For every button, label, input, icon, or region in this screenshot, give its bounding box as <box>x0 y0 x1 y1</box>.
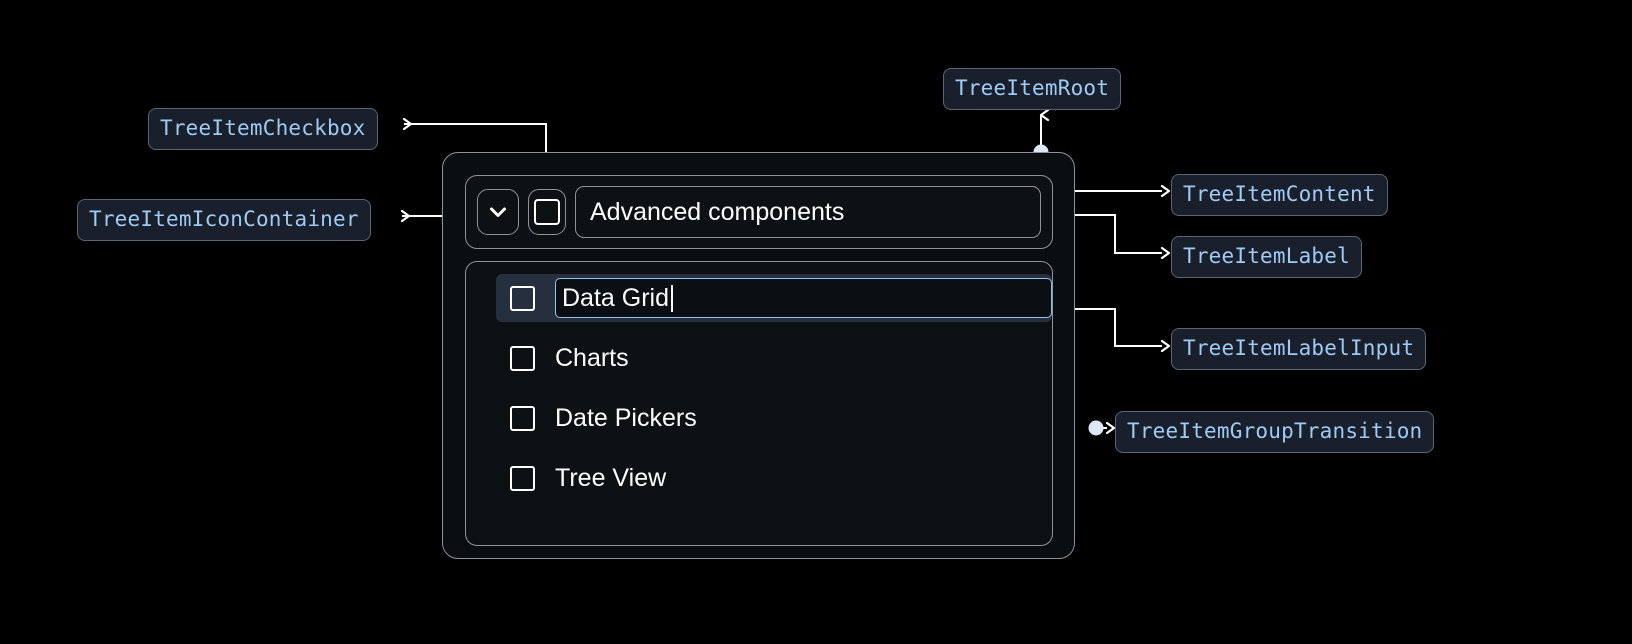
dot-group-transition <box>1088 420 1104 436</box>
tree-item-label-text: Date Pickers <box>555 403 697 432</box>
checkbox-unchecked-icon[interactable] <box>510 405 535 431</box>
checkbox-unchecked-icon[interactable] <box>510 285 535 311</box>
annotation-badge-treeitemiconcontainer: TreeItemIconContainer <box>77 199 371 241</box>
checkbox-unchecked-icon[interactable] <box>510 345 535 371</box>
tree-item-child-row[interactable]: Charts <box>466 334 1052 382</box>
checkbox-unchecked-icon[interactable] <box>510 465 535 491</box>
tree-item-label-input-value: Data Grid <box>562 283 669 312</box>
tree-item-checkbox[interactable] <box>528 189 566 235</box>
annotation-badge-treeitemroot: TreeItemRoot <box>943 68 1122 110</box>
tree-item-root[interactable]: Advanced components Data Grid Charts Dat… <box>442 152 1075 559</box>
tree-item-group-transition: Data Grid Charts Date Pickers Tree View <box>465 261 1053 546</box>
annotation-badge-treeitemcheckbox: TreeItemCheckbox <box>148 108 378 150</box>
tree-item-label-text: Tree View <box>555 463 667 492</box>
tree-item-content[interactable]: Advanced components <box>465 175 1053 249</box>
tree-item-label-text: Charts <box>555 343 629 372</box>
annotation-badge-treeitemgrouptransition: TreeItemGroupTransition <box>1115 411 1435 453</box>
tree-item-label[interactable]: Advanced components <box>575 186 1041 238</box>
tree-item-label-text: Advanced components <box>590 197 845 226</box>
tree-item-label-input[interactable]: Data Grid <box>555 278 1052 318</box>
annotation-badge-treeitemlabel: TreeItemLabel <box>1171 236 1362 278</box>
checkbox-unchecked-icon <box>534 199 560 225</box>
annotation-badge-treeitemcontent: TreeItemContent <box>1171 174 1388 216</box>
annotation-badge-treeitemlabelinput: TreeItemLabelInput <box>1171 328 1427 370</box>
text-caret <box>670 284 673 312</box>
tree-item-child-row[interactable]: Tree View <box>466 454 1052 502</box>
tree-item-child-row[interactable]: Date Pickers <box>466 394 1052 442</box>
tree-item-child-row[interactable]: Data Grid <box>496 274 1052 322</box>
tree-item-icon-container[interactable] <box>477 189 519 235</box>
chevron-down-icon <box>485 199 511 225</box>
